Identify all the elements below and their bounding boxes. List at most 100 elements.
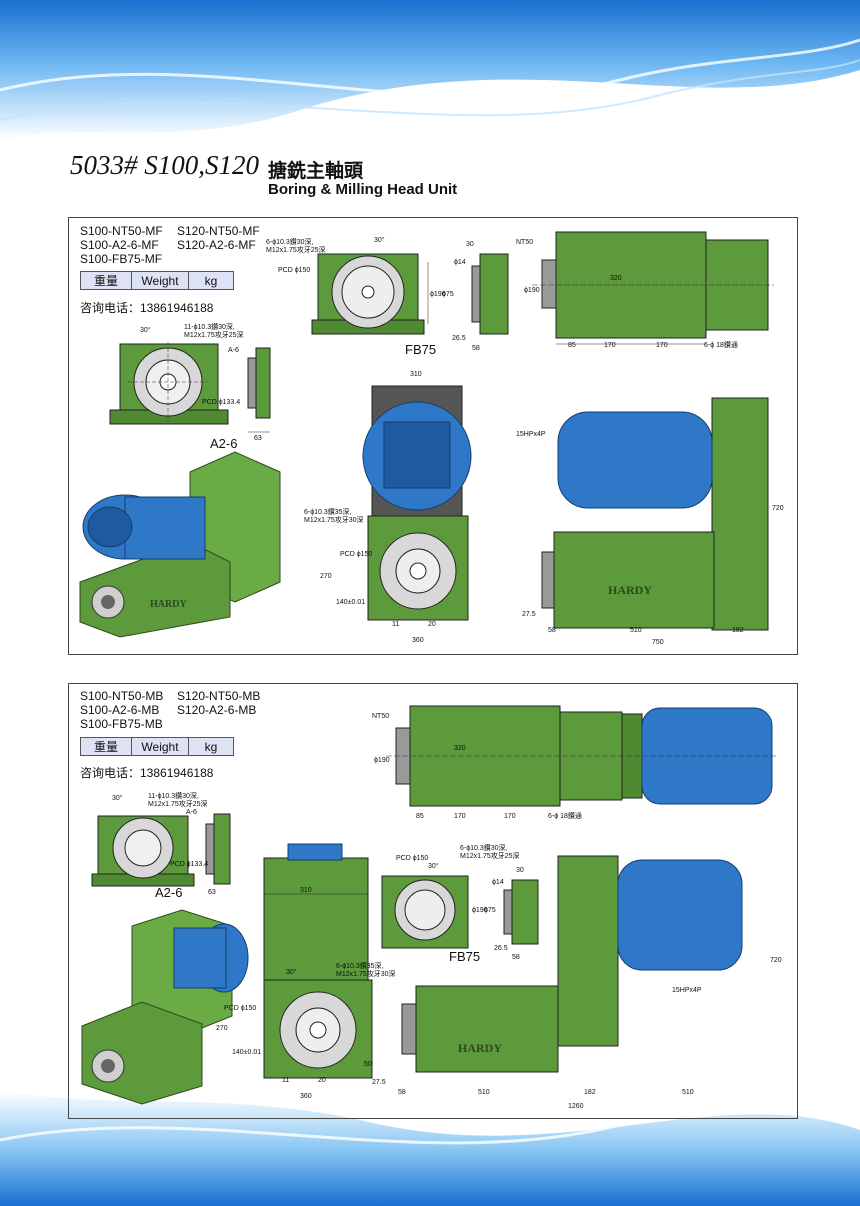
dim-label: 6-ϕ10.3鑽35深,: [304, 507, 352, 516]
dim-label: 140±0.01: [336, 599, 365, 606]
dim-label: 510: [682, 1089, 694, 1096]
model-code: S100-FB75-MB: [80, 717, 163, 731]
dim-label: 11-ϕ10.3鑽30深,: [184, 322, 235, 331]
dim-label: 85: [568, 342, 576, 349]
fb75-flange-drawing: PCD ϕ150 30° 6-ϕ10.3鑽30深, M12x1.75攻牙25深 …: [381, 843, 539, 952]
dim-label: ϕ190: [472, 907, 488, 914]
dim-label: 6-ϕ 18鑽通: [704, 340, 738, 349]
dim-label: ϕ14: [454, 259, 466, 266]
dim-label: 720: [770, 957, 782, 964]
dim-label: M12x1.75攻牙25深: [460, 851, 520, 860]
weight-table: 重量 Weight kg: [80, 271, 234, 290]
weight-unit: kg: [188, 271, 234, 290]
mf-side-view: HARDY 15HPx4P 720 27.5 58 510 182 750: [516, 397, 784, 646]
weight-table: 重量 Weight kg: [80, 737, 234, 756]
fb75-flange-drawing: 30° 6-ϕ10.3鑽30深, M12x1.75攻牙25深 PCD ϕ150 …: [266, 236, 509, 352]
dim-label: 270: [320, 573, 332, 580]
dim-label: 170: [504, 813, 516, 820]
dim-label: PCD ϕ133.4: [170, 861, 208, 868]
dim-label: 510: [630, 627, 642, 634]
dim-label: NT50: [372, 713, 389, 720]
model-code: S100-NT50-MB: [80, 689, 164, 703]
dim-label: 140±0.01: [232, 1049, 261, 1056]
dim-label: 6-ϕ 18鑽通: [548, 811, 582, 820]
dim-label: 170: [656, 342, 668, 349]
dim-label: PCD ϕ150: [224, 1005, 256, 1012]
dim-label: 30°: [428, 862, 439, 870]
dim-label: 30: [466, 241, 474, 248]
weight-en: Weight: [131, 737, 189, 756]
dim-label: A-6: [186, 809, 197, 816]
dim-label: 360: [300, 1093, 312, 1100]
weight-cn: 重量: [80, 271, 132, 290]
dim-label: ϕ75: [442, 291, 454, 298]
dim-label: ϕ190: [524, 287, 540, 294]
model-code: S100-A2-6-MB: [80, 703, 160, 717]
dim-label: 11: [392, 621, 399, 628]
dim-label: 50: [364, 1061, 372, 1068]
title-chinese: 搪銑主軸頭: [268, 161, 364, 182]
weight-cn: 重量: [80, 737, 132, 756]
dim-label: M12x1.75攻牙30深: [336, 969, 396, 978]
dim-label: 85: [416, 813, 424, 820]
dim-label: 58: [398, 1089, 406, 1096]
dim-label: 30°: [286, 968, 297, 976]
dim-label: 182: [732, 627, 744, 634]
label-a26: A2-6: [155, 885, 183, 900]
dim-label: 30°: [140, 326, 151, 334]
model-code: S120-A2-6-MB: [177, 703, 257, 717]
model-code: S120-NT50-MF: [177, 224, 260, 238]
dim-label: 58: [548, 627, 556, 634]
dim-label: 26.5: [494, 945, 508, 952]
dim-label: 310: [410, 371, 422, 378]
dim-label: 30: [516, 867, 524, 874]
dim-label: 15HPx4P: [672, 987, 702, 994]
dim-label: 11-ϕ10.3鑽30深,: [148, 791, 199, 800]
dim-label: NT50: [516, 239, 533, 246]
model-code: S120-NT50-MB: [177, 689, 261, 703]
dim-label: 1260: [568, 1103, 584, 1110]
label-fb75: FB75: [449, 949, 481, 964]
dim-label: 15HPx4P: [516, 431, 546, 438]
dim-label: M12x1.75攻牙25深: [148, 799, 208, 808]
dim-label: 58: [512, 954, 520, 961]
dim-label: 26.5: [452, 335, 466, 342]
dim-label: 27.5: [372, 1079, 386, 1086]
dim-label: 310: [300, 887, 312, 894]
model-number: 5033# S100,S120: [70, 150, 259, 180]
a26-flange-drawing: 30° 11-ϕ10.3鑽30深, M12x1.75攻牙25深 A-6 PCD …: [91, 791, 231, 896]
dim-label: PCD ϕ150: [340, 551, 372, 558]
a26-flange-drawing: 30° 11-ϕ10.3鑽30深, M12x1.75攻牙25深 A-6 PCD …: [109, 322, 271, 442]
model-code: S100-FB75-MF: [80, 252, 163, 266]
mf-3d-render: HARDY: [79, 451, 281, 638]
dim-label: 750: [652, 639, 664, 646]
label-fb75: FB75: [405, 342, 437, 357]
dim-label: 270: [216, 1025, 228, 1032]
dim-label: 170: [454, 813, 466, 820]
mf-top-view: NT50 ϕ190 320 85 170 170 6-ϕ 18鑽通: [516, 231, 774, 349]
weight-unit: kg: [188, 737, 234, 756]
brand-logo: HARDY: [458, 1041, 502, 1055]
dim-label: 320: [454, 745, 466, 752]
title-english: Boring & Milling Head Unit: [268, 181, 458, 198]
mb-front-view: 310 30° 6-ϕ10.3鑽35深, M12x1.75攻牙30深 PCD ϕ…: [216, 843, 396, 1100]
dim-label: 720: [772, 505, 784, 512]
dim-label: 11: [282, 1077, 289, 1084]
dim-label: PCD ϕ150: [396, 855, 428, 862]
model-code: S100-A2-6-MF: [80, 238, 159, 252]
dim-label: ϕ75: [484, 907, 496, 914]
dim-label: 63: [254, 435, 262, 442]
mb-side-view: HARDY 15HPx4P 720 27.5 58 510 182 510 12…: [372, 855, 782, 1110]
dim-label: A-6: [228, 347, 239, 354]
dim-label: 63: [208, 889, 216, 896]
dim-label: 27.5: [522, 611, 536, 618]
brand-logo: HARDY: [608, 583, 652, 597]
mb-3d-render: [81, 909, 249, 1105]
dim-label: 6-ϕ10.3鑽30深,: [460, 843, 508, 852]
dim-label: 30°: [112, 794, 123, 802]
phone-number: 咨询电话：13861946188: [80, 301, 214, 315]
dim-label: ϕ190: [430, 291, 446, 298]
dim-label: 182: [584, 1089, 596, 1096]
dim-label: 58: [472, 345, 480, 352]
